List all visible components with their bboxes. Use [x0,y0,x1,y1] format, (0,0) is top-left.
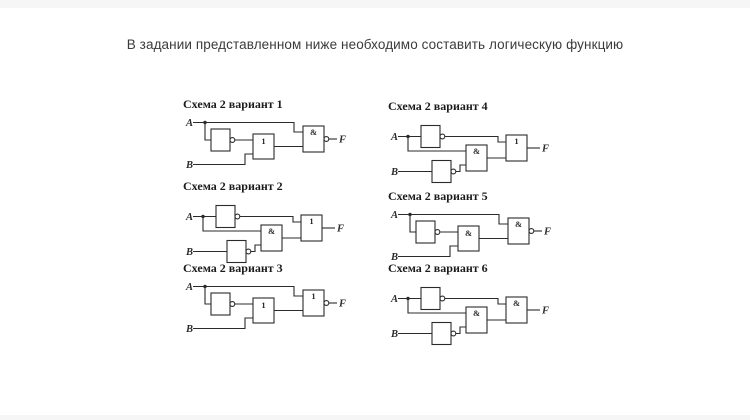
circuit-heading: Схема 2 вариант 1 [183,97,283,111]
inverter-circle [439,133,446,140]
logic-circuit-diagram: & & A B F [388,277,553,356]
input-b-label: B [185,160,193,171]
and-gate-label: & [465,228,472,238]
input-a-label: A [390,294,398,305]
output-inverter-circle [323,300,330,306]
and-gate-label: & [310,127,317,137]
or-gate-label: 1 [261,300,265,310]
circuit-heading: Схема 2 вариант 6 [388,261,488,275]
circuit-heading: Схема 2 вариант 5 [388,189,488,203]
slide-top-margin [0,0,750,8]
logic-circuit-svg: & & A B F [390,210,551,263]
and-gate-label: & [473,308,480,318]
input-a-label: A [390,132,398,143]
logic-circuit-diagram: 1 1 A B F [183,277,348,340]
circuit-heading: Схема 2 вариант 4 [388,99,488,113]
circuit-block-variant-2: Схема 2 вариант 2 & 1 A B F [183,179,348,274]
input-b-label: B [185,324,193,335]
circuit-block-variant-3: Схема 2 вариант 3 1 1 A B F [183,261,348,340]
wires [193,285,337,330]
input-b-label: B [390,167,398,178]
circuit-block-variant-1: Схема 2 вариант 1 1 & A B F [183,97,348,176]
and-gate-label: & [513,298,520,308]
inverter-circle [450,168,457,175]
not-gate [431,321,452,346]
and-gate-label: & [268,226,275,236]
circuit-block-variant-6: Схема 2 вариант 6 & & A B F [388,261,553,356]
junction-dot [406,134,410,139]
output-f-label: F [338,299,346,310]
circuit-block-variant-4: Схема 2 вариант 4 & 1 A B F [388,99,553,194]
slide-title: В задании представленном ниже необходимо… [126,37,624,52]
logic-circuit-diagram: & 1 A B F [183,195,348,274]
final-or-gate [505,134,528,162]
junction-dot [203,120,207,125]
logic-circuit-svg: & & A B F [390,286,549,346]
junction-dot [406,296,410,301]
middle-or-gate [252,297,275,324]
inverter-circle [439,295,446,302]
middle-or-gate [252,133,275,160]
output-inverter-circle [528,228,535,234]
inverter-circle [229,301,236,307]
junction-dot [203,284,207,289]
input-a-label: A [185,118,193,129]
logic-circuit-svg: & 1 A B F [185,204,344,264]
not-gate [210,128,231,152]
wires [398,297,540,335]
inverter-circle [229,137,236,143]
not-gate [226,239,247,264]
output-f-label: F [541,144,549,155]
inverter-circle [450,330,457,337]
junction-dot [408,212,412,217]
or-gate-label: 1 [311,291,315,301]
final-or-gate [300,214,323,242]
logic-circuit-diagram: & 1 A B F [388,115,553,194]
middle-and-gate [465,306,488,334]
input-a-label: A [390,210,398,221]
not-gate [215,204,236,229]
middle-and-gate [465,144,488,172]
output-f-label: F [543,227,551,238]
and-gate-label: & [515,219,522,229]
output-f-label: F [338,135,346,146]
wires [193,121,337,166]
logic-circuit-diagram: & & A B F [388,205,553,268]
not-gate [431,159,452,184]
output-f-label: F [541,306,549,317]
or-gate-label: 1 [514,136,518,146]
or-gate-label: 1 [309,216,313,226]
inverter-circle [245,248,252,255]
logic-circuit-svg: & 1 A B F [390,124,549,184]
inverter-circle [434,229,441,235]
output-f-label: F [336,224,344,235]
output-inverter-circle [323,136,330,142]
junction-dot [201,214,205,219]
input-b-label: B [390,329,398,340]
final-and-gate [505,296,528,324]
circuit-block-variant-5: Схема 2 вариант 5 & & A B F [388,189,553,268]
logic-circuit-svg: 1 1 A B F [185,282,346,335]
logic-circuit-diagram: 1 & A B F [183,113,348,176]
not-gate [420,286,441,311]
input-b-label: B [390,252,398,263]
input-a-label: A [185,212,193,223]
circuit-heading: Схема 2 вариант 3 [183,261,283,275]
not-gate [420,124,441,149]
slide-bottom-margin [0,415,750,420]
logic-circuit-svg: 1 & A B F [185,118,346,171]
circuit-heading: Схема 2 вариант 2 [183,179,283,193]
middle-and-gate [457,225,480,252]
input-b-label: B [185,247,193,258]
wires [398,213,542,258]
middle-and-gate [260,224,283,252]
input-a-label: A [185,282,193,293]
or-gate-label: 1 [261,136,265,146]
and-gate-label: & [473,146,480,156]
not-gate [210,292,231,316]
wires [398,135,540,173]
not-gate [415,220,436,244]
inverter-circle [234,213,241,220]
